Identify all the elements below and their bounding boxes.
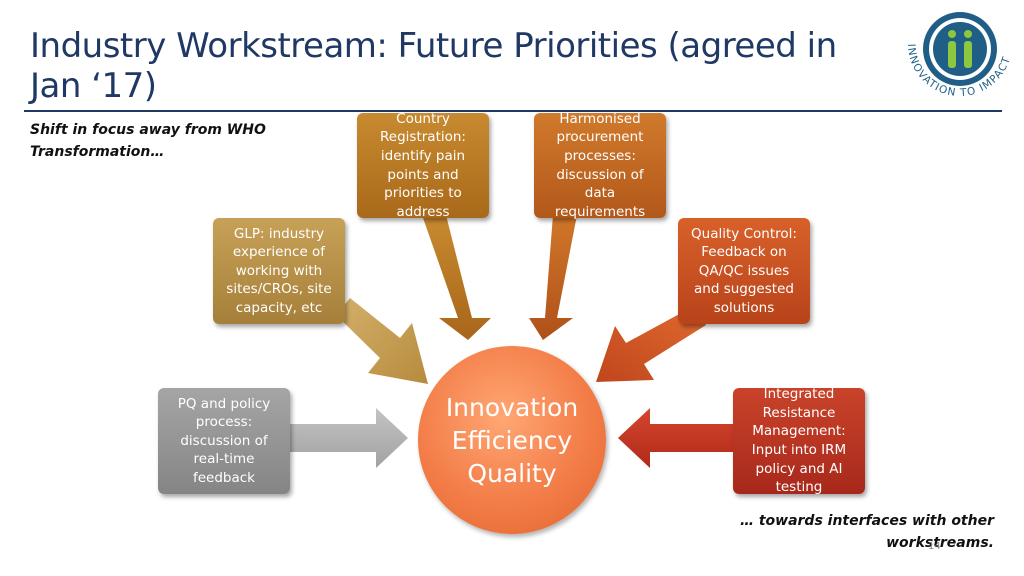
box-harmonised-procurement: Harmonised procurement processes: discus… [534,110,666,220]
box-line: experience of [232,244,326,261]
box-line: capacity, etc [235,299,323,316]
box-line: Resistance [762,404,836,421]
box-line: sites/CROs, site [226,281,332,298]
box-line: real-time [193,451,255,468]
box-line: Quality Control: [691,225,797,242]
arrow-harmonised [529,215,577,340]
title-divider [24,110,1002,112]
box-line: and suggested [694,281,794,298]
box-line: policy and AI [755,460,843,477]
box-line: processes: [564,147,636,164]
box-line: Management: [752,423,846,440]
subtitle-left: Shift in focus away from WHO Transformat… [30,122,266,160]
center-line-quality: Quality [467,458,557,488]
arrow-irm [618,408,736,468]
box-line: feedback [192,469,255,486]
box-line: Feedback on [701,244,787,261]
subtitle-right: … towards interfaces with other workstre… [739,513,994,551]
box-quality-control: Quality Control: Feedback on QA/QC issue… [678,218,810,324]
box-glp: GLP: industry experience of working with… [213,218,345,324]
page-number: 14 [928,541,941,552]
box-line: requirements [554,203,646,220]
box-line: Registration: [380,129,466,146]
arrow-country [422,215,491,340]
box-line: points and [387,166,459,183]
center-circle: Innovation Efficiency Quality [418,346,606,534]
center-line-innovation: Innovation [445,392,579,422]
box-line: data [584,185,616,202]
box-line: Country [396,110,450,127]
box-line: solutions [713,299,775,316]
center-line-efficiency: Efficiency [451,425,573,455]
box-line: priorities to [384,185,462,202]
arrow-glp [336,298,428,384]
box-line: procurement [556,129,644,146]
box-line: Input into IRM [751,442,847,458]
box-integrated-resistance-management: Integrated Resistance Management: Input … [733,386,865,496]
arrow-qc [596,306,706,382]
innovation-to-impact-logo: INNOVATION TO IMPACT [905,12,1012,99]
box-pq-policy: PQ and policy process: discussion of rea… [158,388,290,494]
box-line: process: [195,414,253,431]
box-line: address [396,203,450,220]
box-line: Harmonised [559,110,641,127]
box-line: GLP: industry [233,225,325,242]
box-line: discussion of [180,432,268,449]
box-line: identify pain [380,147,466,164]
arrow-pq [290,408,408,468]
box-country-registration: Country Registration: identify pain poin… [357,110,489,220]
box-line: Integrated [763,386,835,403]
box-line: working with [235,262,323,279]
box-line: discussion of [556,166,644,183]
box-line: testing [775,479,823,496]
box-line: PQ and policy [177,395,271,412]
box-line: QA/QC issues [698,262,790,279]
slide-title: Industry Workstream: Future Priorities (… [30,26,837,106]
